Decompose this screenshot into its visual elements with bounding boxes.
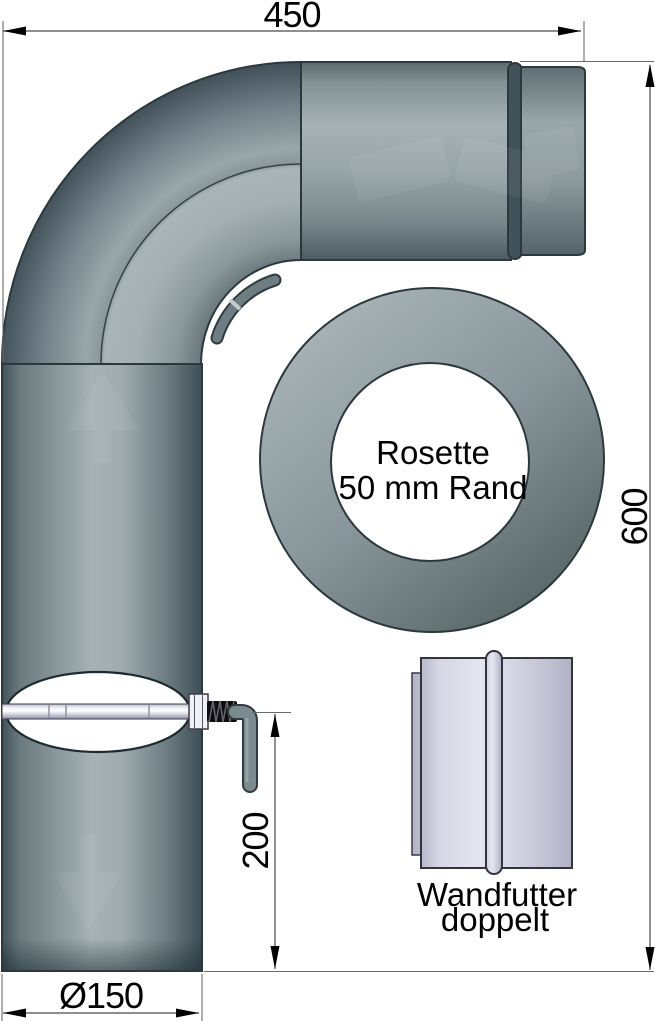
pipe-watermark <box>52 126 580 930</box>
pipe-seam-arc <box>100 163 302 365</box>
dimension-label-600: 600 <box>614 488 655 545</box>
damper-rod-ticks <box>48 705 150 718</box>
wall-sleeve-label-line2: doppelt <box>441 901 549 938</box>
damper-detent-arc <box>210 273 282 345</box>
damper-axle-rod <box>1 703 193 720</box>
wall-sleeve-label-line1: Wandfutter <box>417 876 577 913</box>
dimension-right-600: 600 <box>204 60 655 973</box>
pipe-horizontal-section <box>300 61 512 261</box>
dimension-diameter-150: Ø150 <box>1 974 203 1021</box>
dimension-handle-200: 200 <box>235 711 291 969</box>
pipe-vertical-section <box>1 363 203 972</box>
dimension-label-450: 450 <box>263 0 320 35</box>
pipe-elbow <box>0 60 302 365</box>
dimension-label-diameter: Ø150 <box>59 975 143 1016</box>
damper-nut <box>188 693 209 730</box>
rosette-label-line2: 50 mm Rand <box>339 469 528 506</box>
pipe-bottom-shading <box>3 938 201 970</box>
damper-handle <box>227 704 258 793</box>
pipe-socket-end <box>520 66 586 256</box>
dimension-top-450: 450 <box>2 0 585 362</box>
rosette-ring <box>258 287 606 633</box>
wall-sleeve-ridge <box>485 650 503 875</box>
rosette-label-line1: Rosette <box>376 434 490 471</box>
dimension-label-200: 200 <box>235 812 276 869</box>
